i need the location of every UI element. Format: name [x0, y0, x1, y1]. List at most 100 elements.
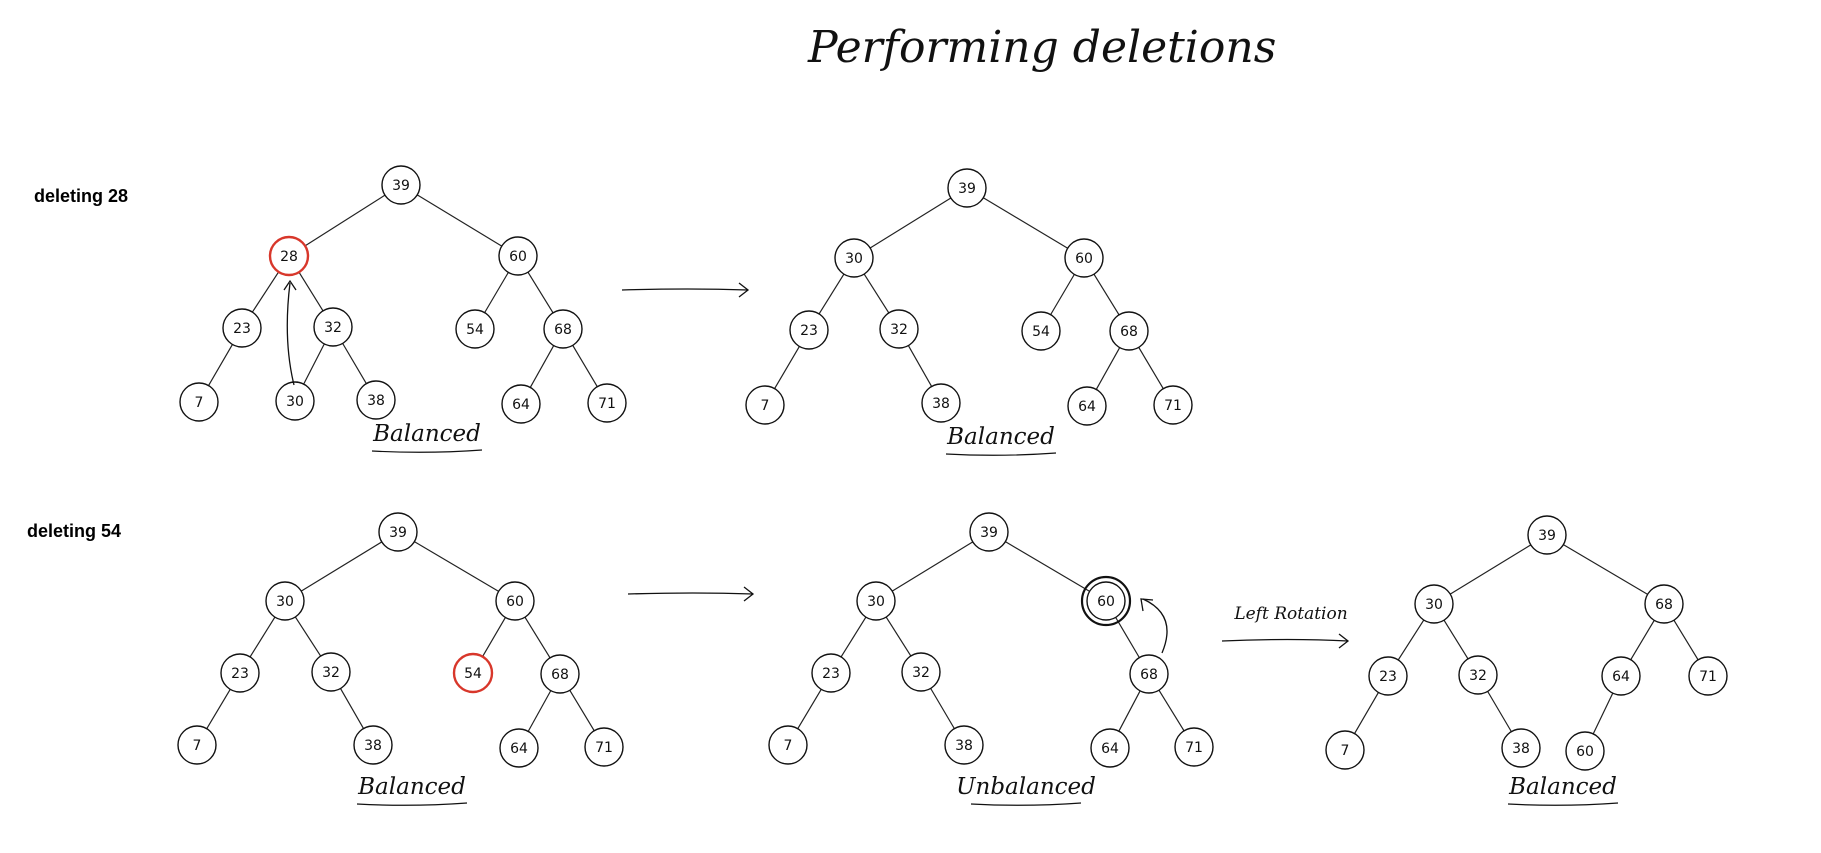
left-rotation-label: Left Rotation: [1233, 604, 1347, 624]
node-circle: [1688, 656, 1728, 696]
tree-edge-32-38: [930, 688, 955, 729]
node-circle: [499, 728, 539, 768]
tree-node-32: 32: [313, 307, 353, 347]
tree-edge-68-71: [572, 345, 598, 387]
node-label: 38: [364, 738, 382, 754]
tree-node-30: 30: [1414, 584, 1454, 624]
tree-node-7: 7: [177, 725, 217, 765]
node-label: 7: [193, 738, 202, 754]
node-label: 71: [1164, 398, 1182, 414]
tree-node-68: 68: [1129, 654, 1169, 694]
node-circle: [1601, 656, 1641, 696]
node-label: 71: [595, 740, 613, 756]
tree-edge-32-38: [339, 688, 365, 729]
node-label: 32: [912, 665, 930, 681]
tree-edge-60-54: [1050, 274, 1075, 315]
node-label: 38: [955, 738, 973, 754]
node-circle: [1064, 238, 1104, 278]
tree-node-38: 38: [356, 380, 396, 420]
tree-node-71: 71: [584, 727, 624, 767]
tree-node-71: 71: [1174, 727, 1214, 767]
tree-edge-39-30: [869, 197, 952, 249]
tree-edge-39-30: [891, 541, 974, 592]
node-label: 39: [958, 181, 976, 197]
node-circle: [356, 380, 396, 420]
node-label: 64: [510, 741, 528, 757]
tree-edge-39-60: [416, 194, 503, 247]
node-label: 68: [1140, 667, 1158, 683]
node-circle: [1368, 656, 1408, 696]
tree-caption: Unbalanced: [956, 774, 1096, 800]
tree-node-68: 68: [543, 309, 583, 349]
tree-node-32: 32: [1458, 655, 1498, 695]
tree-node-39: 39: [378, 512, 418, 552]
replacement-curve-arrow: [283, 279, 297, 386]
caption-underline: [945, 452, 1057, 456]
node-label: 71: [598, 396, 616, 412]
node-circle: [498, 236, 538, 276]
row1-transition-arrow: [621, 282, 750, 298]
tree-node-23: 23: [220, 653, 260, 693]
node-circle: [1174, 727, 1214, 767]
node-label: 30: [867, 594, 885, 610]
node-label: 30: [845, 251, 863, 267]
section-label-delete-28: deleting 28: [34, 186, 128, 206]
node-circle: [1527, 515, 1567, 555]
tree-node-7: 7: [1325, 730, 1365, 770]
tree-edge-39-68: [1563, 544, 1648, 595]
node-circle: [1109, 311, 1149, 351]
caption-underline: [371, 449, 483, 453]
node-circle: [901, 652, 941, 692]
tree-node-32: 32: [901, 652, 941, 692]
tree-node-71: 71: [1688, 656, 1728, 696]
node-label: 30: [276, 594, 294, 610]
node-label: 68: [1655, 597, 1673, 613]
tree-node-60: 60: [495, 581, 535, 621]
node-circle-deleted: [268, 235, 310, 277]
tree-node-28: 28: [268, 235, 310, 277]
node-circle: [944, 725, 984, 765]
caption-underline: [1507, 802, 1619, 806]
node-circle: [1565, 731, 1605, 771]
node-circle: [1325, 730, 1365, 770]
node-circle: [1086, 581, 1126, 621]
tree-edge-30-23: [840, 616, 867, 658]
node-circle: [1501, 728, 1541, 768]
node-label: 54: [466, 322, 484, 338]
node-circle: [947, 168, 987, 208]
tree-edge-39-60: [982, 197, 1069, 249]
tree-node-54: 54: [1021, 311, 1061, 351]
node-label: 54: [464, 666, 482, 682]
tree-node-71: 71: [1153, 385, 1193, 425]
node-label: 28: [280, 249, 298, 265]
section-label-delete-54: deleting 54: [27, 521, 121, 541]
tree-edge-68-64: [529, 345, 555, 388]
node-label: 7: [761, 398, 770, 414]
tree-node-30: 30: [275, 381, 315, 421]
node-label: 7: [784, 738, 793, 754]
tree-edge-30-23: [1397, 619, 1425, 661]
tree-edge-28-32: [298, 271, 324, 312]
node-emphasis-ring: [1080, 575, 1132, 627]
tree-node-32: 32: [311, 652, 351, 692]
tree-edge-60-68: [1093, 273, 1120, 316]
node-label: 23: [1379, 669, 1397, 685]
tree-edge-30-32: [863, 273, 890, 314]
tree-edge-60-54: [482, 617, 506, 657]
tree-node-39: 39: [969, 512, 1009, 552]
tree-edge-68-71: [569, 689, 595, 732]
tree-edge-32-38: [342, 343, 367, 384]
node-label: 38: [367, 393, 385, 409]
tree-edge-28-23: [251, 271, 280, 313]
node-label: 39: [389, 525, 407, 541]
node-label: 7: [195, 395, 204, 411]
tree-edge-30-32: [1443, 619, 1469, 660]
tree-edge-68-64: [1095, 347, 1121, 390]
tree-edge-32-38: [1487, 691, 1512, 732]
node-circle: [879, 309, 919, 349]
node-label: 60: [506, 594, 524, 610]
node-circle: [1090, 728, 1130, 768]
node-label: 30: [286, 394, 304, 410]
